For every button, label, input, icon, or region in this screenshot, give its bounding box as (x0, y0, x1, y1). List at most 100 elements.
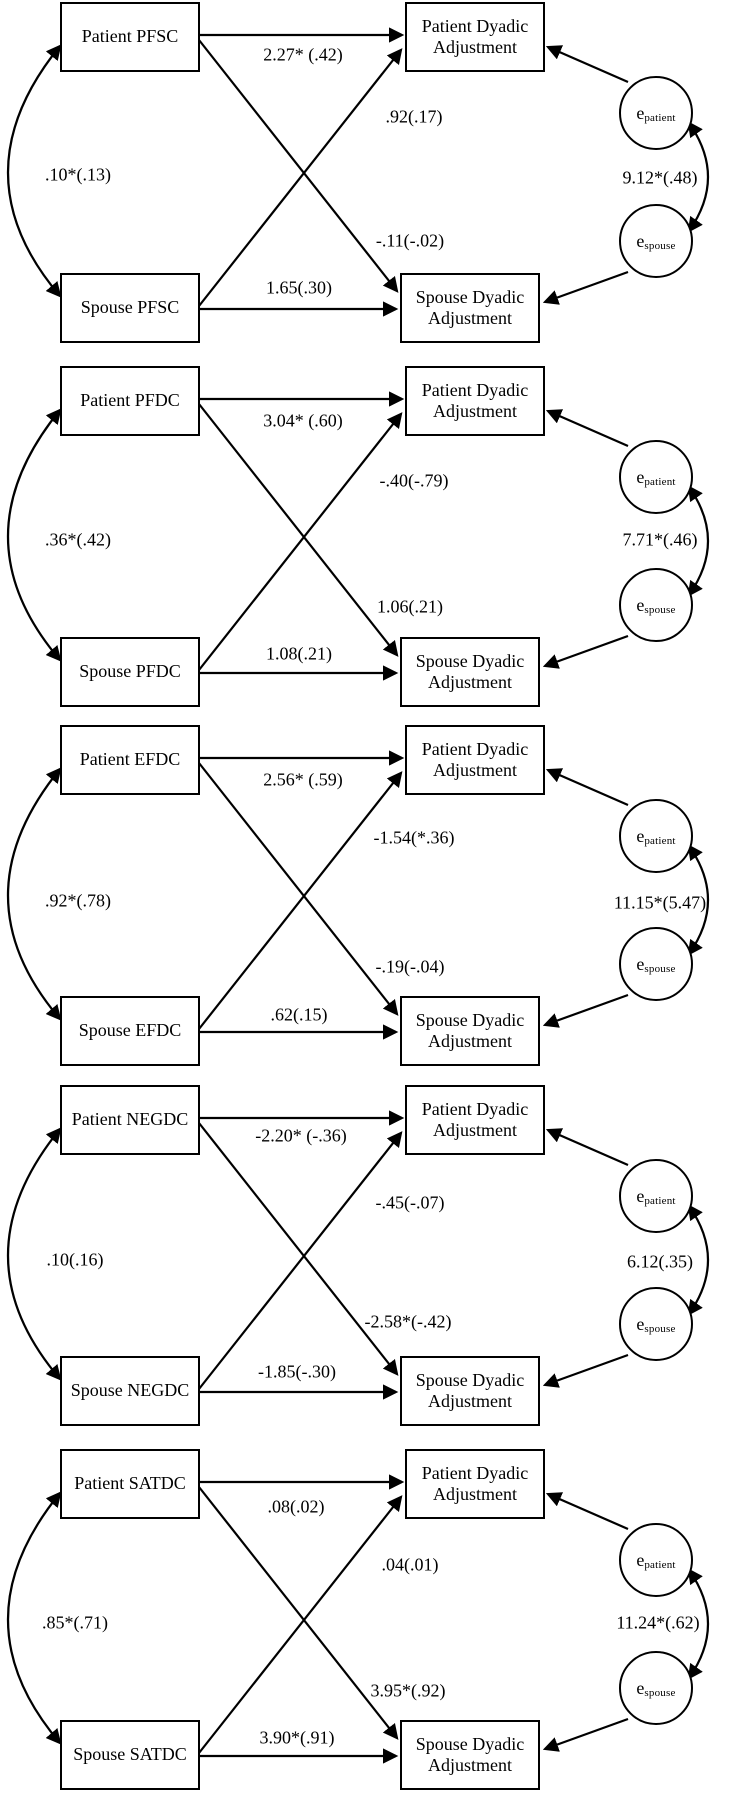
coef-spouse-to-patient: -1.54(*.36) (373, 827, 455, 848)
error-spouse-sub: spouse (644, 1323, 676, 1335)
coef-patient-actor: .08(.02) (267, 1496, 325, 1517)
error-spouse-arrow (542, 993, 629, 1028)
patient-to-spouse-partner-arrow (198, 403, 399, 657)
coef-error-covariance: 6.12(.35) (627, 1251, 693, 1272)
outcome-patient-label: Patient Dyadic Adjustment (421, 379, 529, 421)
panel-satdc: Patient SATDC Spouse SATDC Patient Dyadi… (0, 1449, 733, 1793)
coef-error-covariance: 7.71*(.46) (622, 529, 698, 550)
outcome-spouse-box: Spouse Dyadic Adjustment (400, 273, 540, 343)
error-patient-sub: patient (644, 1195, 676, 1207)
patient-to-spouse-partner-arrow (198, 762, 399, 1016)
coef-patient-to-spouse: -.19(-.04) (375, 956, 445, 977)
spouse-to-patient-partner-arrow (198, 1495, 403, 1754)
error-spouse-base: e (636, 230, 645, 251)
error-spouse-arrow (542, 1353, 629, 1388)
error-spouse-sub: spouse (644, 963, 676, 975)
patient-to-spouse-partner-arrow (198, 39, 399, 293)
error-patient-base: e (636, 466, 645, 487)
error-patient-sub: patient (644, 112, 676, 124)
outcome-patient-label: Patient Dyadic Adjustment (421, 15, 529, 57)
coef-patient-actor: 3.04* (.60) (263, 410, 343, 431)
error-spouse-arrow (542, 270, 629, 305)
coef-patient-actor: 2.27* (.42) (263, 44, 343, 65)
patient-to-spouse-partner-arrow (198, 1486, 399, 1740)
spouse-to-patient-partner-arrow (198, 1131, 403, 1390)
predictor-spouse-box: Spouse EFDC (60, 996, 200, 1066)
coef-predictor-covariance: .10*(.13) (45, 164, 111, 185)
error-patient-arrow (545, 45, 629, 84)
predictor-spouse-label: Spouse EFDC (78, 1020, 182, 1041)
error-patient-base: e (636, 1185, 645, 1206)
outcome-spouse-label: Spouse Dyadic Adjustment (415, 1733, 525, 1775)
coef-spouse-to-patient: -.40(-.79) (379, 470, 449, 491)
panel-pfsc: Patient PFSC Spouse PFSC Patient Dyadic … (0, 2, 733, 346)
coef-patient-to-spouse: -2.58*(-.42) (364, 1311, 452, 1332)
coef-predictor-covariance: .92*(.78) (45, 890, 111, 911)
coef-predictor-covariance: .10(.16) (46, 1249, 104, 1270)
predictor-covariance-arc (6, 1127, 62, 1381)
coef-spouse-to-patient: -.45(-.07) (375, 1192, 445, 1213)
arrow-paths (6, 1474, 710, 1764)
panel-pfdc: Patient PFDC Spouse PFDC Patient Dyadic … (0, 366, 733, 710)
error-patient-arrow (545, 409, 629, 448)
coef-error-covariance: 11.15*(5.47) (613, 892, 707, 913)
outcome-patient-label: Patient Dyadic Adjustment (421, 1098, 529, 1140)
error-spouse-base: e (636, 953, 645, 974)
outcome-patient-label: Patient Dyadic Adjustment (421, 738, 529, 780)
coef-predictor-covariance: .36*(.42) (45, 529, 111, 550)
coef-predictor-covariance: .85*(.71) (42, 1612, 108, 1633)
predictor-spouse-box: Spouse NEGDC (60, 1356, 200, 1426)
arrow-paths (6, 1110, 710, 1400)
coef-patient-actor: -2.20* (-.36) (255, 1125, 347, 1146)
error-spouse-arrow (542, 1717, 629, 1752)
outcome-patient-box: Patient Dyadic Adjustment (405, 1085, 545, 1155)
coef-spouse-actor: 3.90*(.91) (259, 1727, 335, 1748)
predictor-spouse-box: Spouse PFDC (60, 637, 200, 707)
arrow-paths (6, 27, 710, 317)
coef-spouse-to-patient: .92(.17) (385, 106, 443, 127)
predictor-spouse-box: Spouse SATDC (60, 1720, 200, 1790)
predictor-patient-box: Patient PFDC (60, 366, 200, 436)
spouse-to-patient-partner-arrow (198, 412, 403, 671)
error-patient-sub: patient (644, 1559, 676, 1571)
error-patient-base: e (636, 102, 645, 123)
error-covariance-arc (687, 844, 710, 956)
error-covariance-arc (687, 485, 710, 597)
error-patient-arrow (545, 1128, 629, 1167)
error-patient-arrow (545, 768, 629, 807)
coef-spouse-actor: .62(.15) (270, 1004, 328, 1025)
error-patient-base: e (636, 1549, 645, 1570)
coef-spouse-actor: -1.85(-.30) (258, 1361, 336, 1382)
arrow-paths (6, 750, 710, 1040)
predictor-patient-label: Patient SATDC (74, 1473, 186, 1494)
error-spouse-sub: spouse (644, 240, 676, 252)
error-spouse-base: e (636, 1677, 645, 1698)
outcome-spouse-label: Spouse Dyadic Adjustment (415, 650, 525, 692)
error-covariance-arc (687, 121, 710, 233)
spouse-to-patient-partner-arrow (198, 771, 403, 1030)
error-patient-sub: patient (644, 476, 676, 488)
error-spouse-sub: spouse (644, 1687, 676, 1699)
error-spouse-base: e (636, 594, 645, 615)
outcome-spouse-label: Spouse Dyadic Adjustment (415, 1009, 525, 1051)
predictor-patient-label: Patient PFDC (80, 390, 180, 411)
panel-negdc: Patient NEGDC Spouse NEGDC Patient Dyadi… (0, 1085, 733, 1429)
coef-error-covariance: 9.12*(.48) (622, 167, 698, 188)
error-patient-base: e (636, 825, 645, 846)
arrow-paths (6, 391, 710, 681)
error-covariance-arc (687, 1204, 710, 1316)
coef-patient-to-spouse: 3.95*(.92) (370, 1680, 446, 1701)
coef-spouse-actor: 1.65(.30) (266, 277, 332, 298)
error-spouse-sub: spouse (644, 604, 676, 616)
patient-to-spouse-partner-arrow (198, 1122, 399, 1376)
predictor-patient-box: Patient EFDC (60, 725, 200, 795)
outcome-patient-box: Patient Dyadic Adjustment (405, 1449, 545, 1519)
predictor-patient-label: Patient NEGDC (71, 1109, 189, 1130)
